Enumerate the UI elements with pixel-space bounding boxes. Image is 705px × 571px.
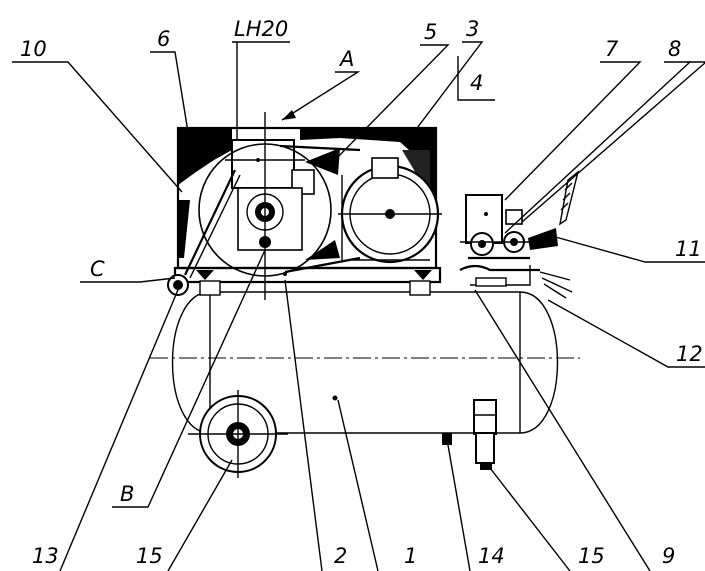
- label-lh20: LH20: [234, 17, 288, 41]
- label-8: 8: [668, 37, 681, 61]
- label-12: 12: [676, 342, 703, 366]
- base-plate: [173, 266, 442, 296]
- pressure-switch-assembly: [459, 170, 580, 299]
- label-14: 14: [478, 544, 505, 568]
- label-5: 5: [424, 20, 437, 44]
- support-frame: [167, 169, 241, 296]
- label-2: 2: [334, 544, 347, 568]
- label-13: 13: [32, 544, 59, 568]
- electric-motor: [338, 157, 442, 264]
- support-foot: [473, 399, 497, 470]
- callout-labels: 10 6 LH20 5 3 4 A 7 8 C 11 12 B 13 15 2 …: [20, 17, 703, 568]
- label-1: 1: [404, 544, 417, 568]
- belt-guard-housing: [176, 126, 438, 270]
- label-6: 6: [157, 27, 170, 51]
- label-7: 7: [605, 37, 619, 61]
- label-a: A: [338, 47, 354, 71]
- pump-head: [225, 112, 315, 300]
- label-11: 11: [675, 237, 702, 261]
- wheel-front: [188, 390, 288, 478]
- leader-lines: [12, 41, 705, 571]
- label-3: 3: [466, 17, 479, 41]
- label-4: 4: [470, 71, 483, 95]
- label-c: C: [90, 257, 105, 281]
- drain-valve: [442, 433, 452, 445]
- label-9: 9: [662, 544, 675, 568]
- label-10: 10: [20, 37, 47, 61]
- label-15-left: 15: [136, 544, 163, 568]
- label-b: B: [120, 482, 134, 506]
- label-15-right: 15: [578, 544, 605, 568]
- flywheel-belt: [198, 143, 361, 277]
